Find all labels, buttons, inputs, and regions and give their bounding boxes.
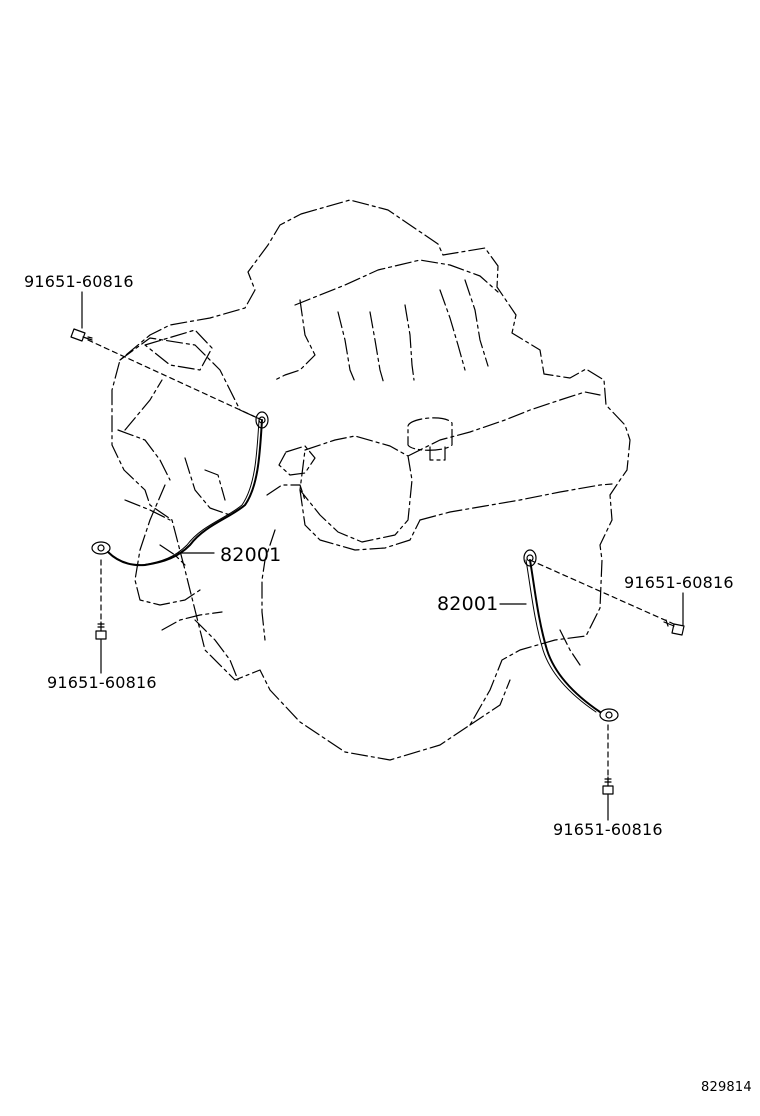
ground-strap-left <box>91 411 269 567</box>
leader-lines <box>81 291 684 821</box>
part-number-strap-left: 82001 <box>220 544 282 566</box>
part-number-bolt-top-left: 91651-60816 <box>24 272 134 291</box>
bolt-icon-right <box>663 619 685 636</box>
part-number-strap-right: 82001 <box>437 593 499 615</box>
engine-outline <box>111 199 631 761</box>
part-number-bolt-right: 91651-60816 <box>624 573 734 592</box>
bolt-icon-bottom-right <box>602 776 614 795</box>
part-number-bolt-bottom-left: 91651-60816 <box>47 673 157 692</box>
diagram-reference-code: 829814 <box>701 1080 752 1095</box>
ground-strap-right <box>499 549 619 722</box>
part-number-bolt-bottom-right: 91651-60816 <box>553 820 663 839</box>
bolt-icon-top-left <box>70 328 93 342</box>
bolt-lines <box>87 339 677 781</box>
bolt-icon-bottom-left <box>95 621 107 640</box>
